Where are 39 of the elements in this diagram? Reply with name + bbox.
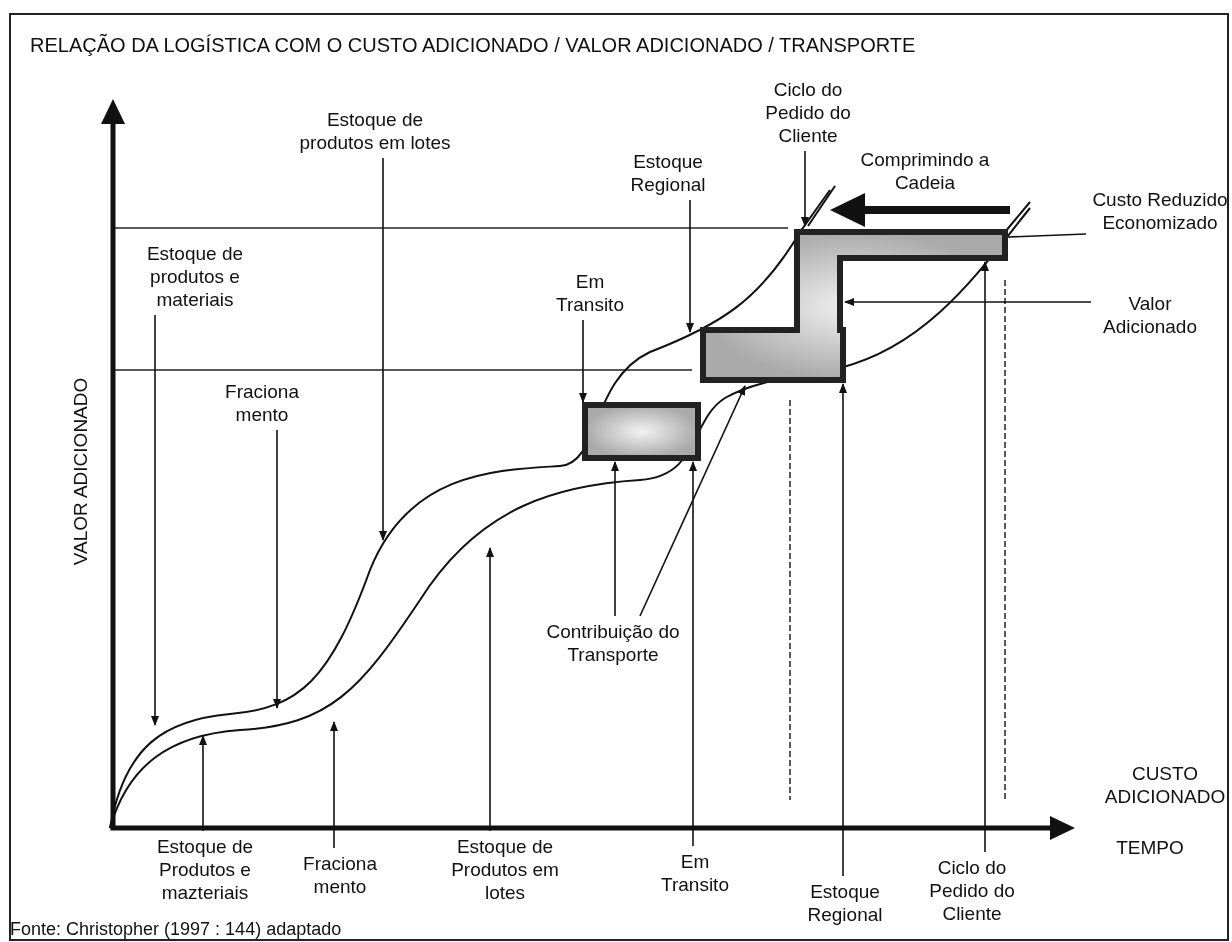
axis-title: TEMPO <box>1115 836 1185 859</box>
leader-line <box>686 199 694 333</box>
shaded-block <box>700 229 1008 383</box>
node-label: Estoque Regional <box>800 880 890 926</box>
node-label: Estoque de produtos e materiais <box>130 242 260 311</box>
node-label: Custo Reduzido Economizado <box>1090 188 1230 234</box>
axis-title: CUSTO ADICIONADO <box>1103 762 1227 808</box>
leader-line <box>330 721 338 849</box>
node-label: Estoque de produtos em lotes <box>295 108 455 154</box>
node-label: Ciclo do Pedido do Cliente <box>758 78 858 147</box>
leader-line <box>981 261 989 853</box>
leader-line <box>839 383 847 877</box>
node-label: Ciclo do Pedido do Cliente <box>917 856 1027 925</box>
leader-line <box>689 461 697 847</box>
node-label: Estoque de Produtos e mazteriais <box>135 835 275 904</box>
shaded-block <box>582 402 701 461</box>
leader-line <box>579 319 587 403</box>
leader-line <box>801 150 809 227</box>
leader-line <box>844 298 1092 306</box>
leader-line <box>639 385 746 617</box>
node-label: Fraciona mento <box>290 852 390 898</box>
leader-line <box>273 429 281 709</box>
node-label: Em Transito <box>655 850 735 896</box>
annotation-label: Comprimindo a Cadeia <box>860 148 990 194</box>
leader-line <box>611 461 619 617</box>
diagram-title: RELAÇÃO DA LOGÍSTICA COM O CUSTO ADICIONADO / VALOR ADICIONADO / TRANSPORTE <box>30 34 917 57</box>
leader-line <box>486 547 494 832</box>
node-label: Valor Adicionado <box>1095 292 1205 338</box>
node-label: Estoque de Produtos em lotes <box>430 835 580 904</box>
leader-line <box>1007 233 1087 238</box>
node-label: Estoque Regional <box>623 150 713 196</box>
axis-title: VALOR ADICIONADO <box>68 376 92 568</box>
leader-line <box>151 314 159 726</box>
node-label: Fraciona mento <box>212 380 312 426</box>
source-caption: Fonte: Christopher (1997 : 144) adaptado <box>10 918 343 941</box>
leader-line <box>199 735 207 832</box>
node-label: Contribuição do Transporte <box>543 620 683 666</box>
leader-line <box>379 157 387 541</box>
node-label: Em Transito <box>545 270 635 316</box>
